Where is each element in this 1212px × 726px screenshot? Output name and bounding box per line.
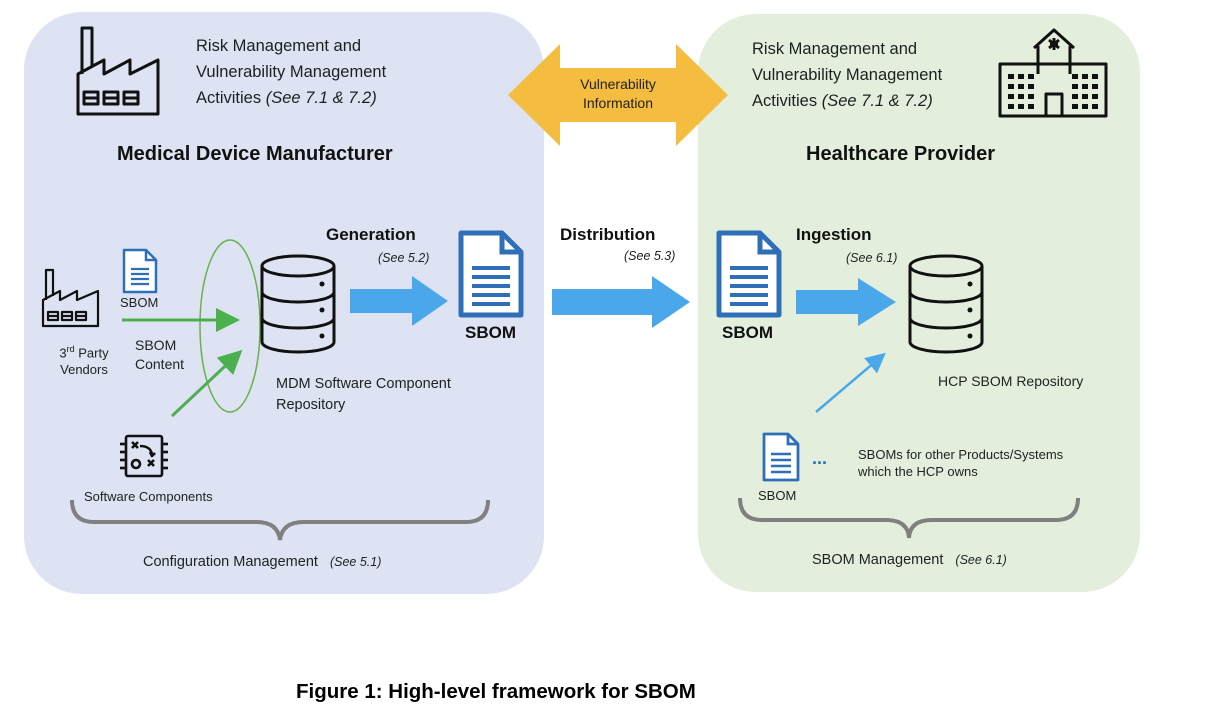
hospital-icon [998, 28, 1108, 118]
mdm-risk-line3: Activities [196, 89, 262, 107]
generation-label: Generation [326, 225, 416, 244]
vuln-line2: Information [582, 95, 654, 111]
other-sbom-label: SBOM [758, 488, 797, 503]
hcp-risk-line3: Activities [752, 92, 818, 110]
hcp-risk-line1: Risk Management and [752, 40, 918, 58]
sbom-content-line2: Content [135, 356, 185, 372]
figure-caption: Figure 1: High-level framework for SBOM [296, 680, 696, 703]
mdm-risk-text: Risk Management and Vulnerability Manage… [196, 33, 386, 111]
vendor-sbom-label: SBOM [120, 295, 159, 310]
mdm-risk-ref: (See 7.1 & 7.2) [265, 89, 377, 107]
sbom-content-line1: SBOM [135, 337, 177, 353]
vendors-label-pre: 3 [59, 345, 67, 361]
generation-arrow [350, 276, 448, 326]
mdm-sbom-document-icon [458, 230, 524, 318]
mdm-repo-line1: MDM Software Component [276, 376, 451, 392]
sbom-mgmt-ref: (See 6.1) [955, 553, 1007, 567]
mdm-sbom-label: SBOM [465, 323, 516, 342]
config-mgmt-label: Configuration Management (See 5.1) [143, 554, 381, 570]
mdm-risk-line2: Vulnerability Management [196, 63, 387, 81]
factory-icon [76, 26, 160, 116]
vendors-label-post: Party [74, 345, 109, 361]
software-components-label: Software Components [84, 489, 213, 504]
config-mgmt-brace [70, 499, 490, 541]
distribution-ref: (See 5.3) [624, 249, 676, 263]
mdm-risk-line1: Risk Management and [196, 37, 362, 55]
other-sboms-text: SBOMs for other Products/Systems which t… [858, 446, 1063, 480]
hcp-sbom-label: SBOM [722, 323, 773, 342]
sbom-mgmt-label: SBOM Management (See 6.1) [812, 552, 1007, 568]
distribution-arrow [552, 276, 690, 328]
vendor-sbom-document-icon [122, 248, 158, 294]
distribution-label: Distribution [560, 225, 656, 244]
hcp-repo-label: HCP SBOM Repository [938, 373, 1084, 389]
content-ellipse [199, 239, 261, 413]
mdm-repo-label: MDM Software Component Repository [276, 374, 451, 416]
mdm-repo-line2: Repository [276, 397, 346, 413]
other-sbom-document-icon [762, 432, 800, 482]
vendors-label: 3rd Party Vendors [54, 341, 114, 378]
hcp-risk-ref: (See 7.1 & 7.2) [821, 92, 933, 110]
circuit-board-icon [120, 434, 168, 478]
manufacturer-panel [24, 12, 544, 594]
vendor-factory-icon [41, 268, 100, 328]
config-mgmt-text: Configuration Management [143, 554, 318, 570]
components-to-repo-arrow [170, 349, 243, 418]
vendors-label-line2: Vendors [60, 362, 108, 378]
mdm-title: Medical Device Manufacturer [117, 143, 393, 165]
vulnerability-exchange-arrow [508, 44, 728, 146]
config-mgmt-ref: (See 5.1) [329, 555, 382, 569]
hcp-database-icon [908, 254, 984, 354]
other-sboms-to-repo-arrow [815, 352, 886, 413]
hcp-sbom-document-icon [716, 230, 782, 318]
vulnerability-info-label: Vulnerability Information [556, 75, 680, 113]
hcp-risk-line2: Vulnerability Management [752, 66, 943, 84]
ingestion-ref: (See 6.1) [846, 251, 898, 265]
ingestion-label: Ingestion [796, 225, 872, 244]
more-sboms-ellipsis: ... [812, 448, 828, 468]
mdm-database-icon [260, 254, 336, 354]
sbom-mgmt-text: SBOM Management [812, 552, 944, 568]
ingestion-arrow [796, 278, 896, 326]
generation-ref: (See 5.2) [378, 251, 430, 265]
other-line1: SBOMs for other Products/Systems [858, 447, 1064, 462]
other-line2: which the HCP owns [858, 464, 978, 479]
hcp-title: Healthcare Provider [806, 143, 995, 165]
vendors-label-sup: rd [66, 344, 75, 354]
vuln-line1: Vulnerability [580, 76, 656, 92]
sbom-content-label: SBOM Content [135, 336, 184, 374]
hcp-risk-text: Risk Management and Vulnerability Manage… [752, 36, 942, 114]
sbom-mgmt-brace [738, 497, 1080, 539]
